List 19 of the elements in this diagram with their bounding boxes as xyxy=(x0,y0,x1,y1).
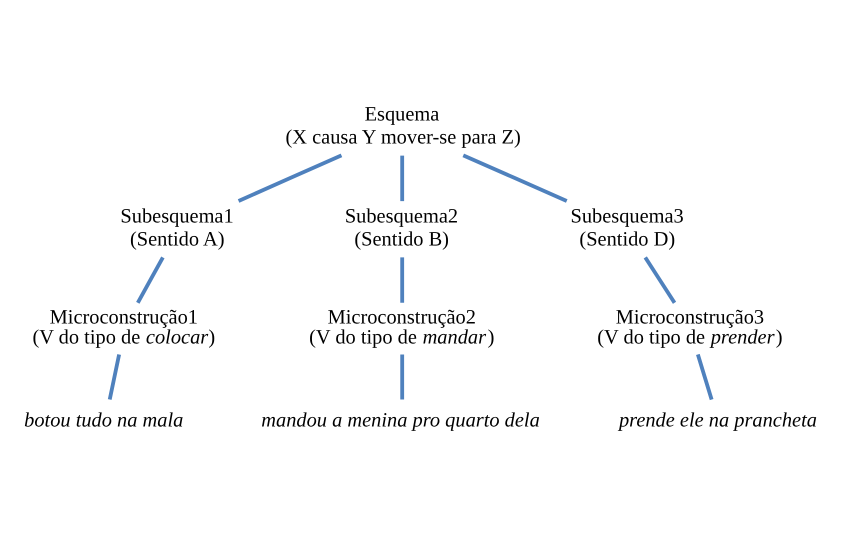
connector xyxy=(238,153,342,202)
connector xyxy=(136,256,165,304)
node-text: Subesquema3 (Sentido D) xyxy=(570,205,684,250)
connector xyxy=(644,256,676,304)
connector xyxy=(400,256,404,302)
connector xyxy=(462,153,568,202)
connector xyxy=(400,155,404,201)
node-text: prende ele na prancheta xyxy=(618,409,817,432)
node-text: Subesquema1 (Sentido A) xyxy=(120,205,234,250)
node-text: mandou a menina pro quarto dela xyxy=(261,409,540,432)
connector xyxy=(108,354,121,400)
node-text: Microconstrução2 (V do tipo de mandar) xyxy=(309,306,494,348)
connector xyxy=(400,354,404,400)
node-text: Microconstrução1 (V do tipo de colocar) xyxy=(32,306,216,348)
node-text: Esquema (X causa Y mover-se para Z) xyxy=(286,103,521,148)
connector xyxy=(696,353,714,400)
node-text: Subesquema2 (Sentido B) xyxy=(344,205,458,250)
node-text: Microconstrução3 (V do tipo de prender) xyxy=(597,306,783,348)
node-text: botou tudo na mala xyxy=(24,409,184,432)
